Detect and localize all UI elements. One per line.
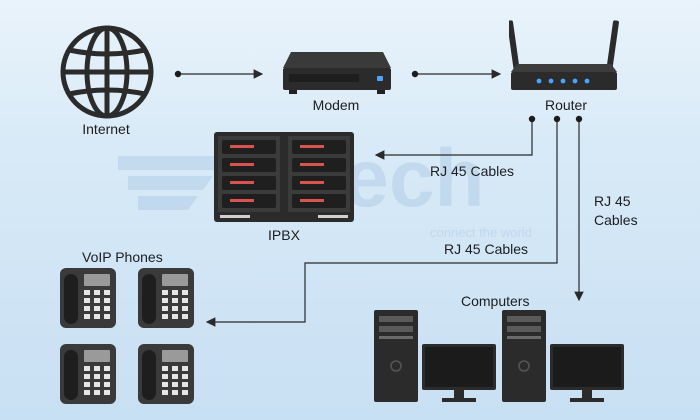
rj45-label-computers-line2: Cables xyxy=(594,212,638,228)
phone-icon xyxy=(60,268,116,328)
router-ipbx-link xyxy=(374,120,533,160)
watermark-logo-icon xyxy=(118,156,228,210)
router-phones-link xyxy=(205,120,558,327)
computer-icon xyxy=(501,310,625,403)
modem-label: Modem xyxy=(312,97,360,113)
computers-label: Computers xyxy=(461,293,530,309)
phone-icon xyxy=(60,344,116,404)
computer-icon xyxy=(373,310,497,403)
router-label: Router xyxy=(544,97,588,113)
rj45-label-computers-line1: RJ 45 xyxy=(594,193,631,209)
phone-icon xyxy=(138,268,194,328)
internet-label: Internet xyxy=(82,121,130,137)
globe-icon xyxy=(60,25,154,119)
ipbx-icon xyxy=(214,132,354,222)
ipbx-label: IPBX xyxy=(268,227,300,243)
computers-group xyxy=(373,310,625,403)
rj45-label-phones: RJ 45 Cables xyxy=(444,241,529,257)
voip-phones-label: VoIP Phones xyxy=(82,249,163,265)
router-icon xyxy=(509,20,619,90)
phone-icon xyxy=(138,344,194,404)
rj45-label-ipbx: RJ 45 Cables xyxy=(430,163,515,179)
voip-phones-group xyxy=(60,268,194,404)
watermark-tagline: connect the world xyxy=(430,225,532,240)
modem-icon xyxy=(283,52,391,94)
